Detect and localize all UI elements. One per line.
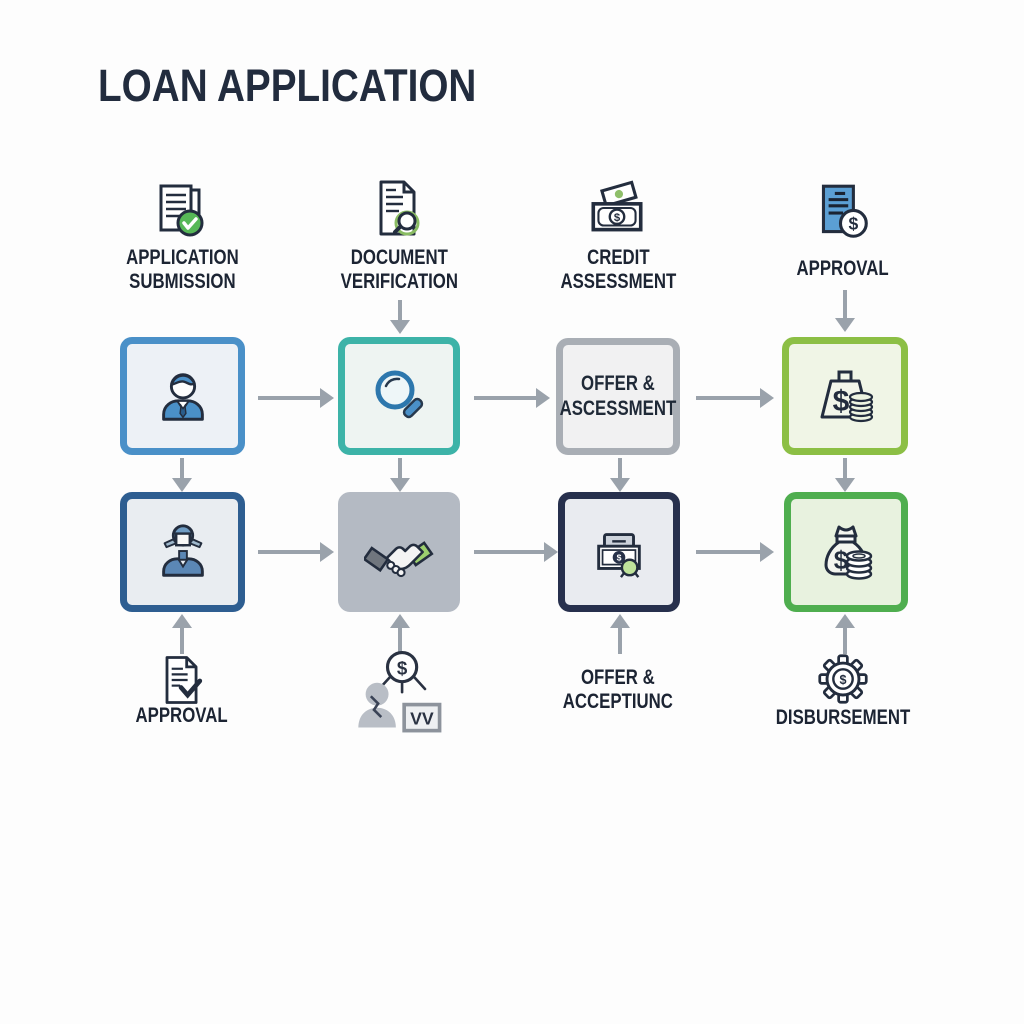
flow-arrow <box>474 542 558 562</box>
handshake-icon <box>364 541 434 578</box>
svg-text:$: $ <box>617 553 622 563</box>
flow-arrow <box>835 614 855 654</box>
svg-text:$: $ <box>614 212 621 224</box>
banknote-coin-icon: $ <box>597 533 641 578</box>
document-approved-icon <box>165 656 203 704</box>
step-label-offer-acceptance: OFFER & ACCEPTIUNC <box>562 666 674 714</box>
approved-document-icon: $ <box>821 184 868 238</box>
process-box-funds: $ <box>784 492 908 612</box>
flow-arrow <box>172 614 192 654</box>
gear-dollar-icon: $ <box>818 654 868 704</box>
document-search-icon <box>379 180 420 236</box>
applicant-person-icon <box>161 373 204 421</box>
flow-arrow <box>258 542 334 562</box>
cash-icon: $ <box>591 180 643 232</box>
step-label-approval-bottom: APPROVAL <box>135 704 229 727</box>
process-box-payment: $ <box>558 492 680 612</box>
offer-assessment-label: OFFER & ASCESSMENT <box>559 371 677 420</box>
flow-arrow <box>610 614 630 654</box>
process-box-offer-assessment: OFFER & ASCESSMENT <box>556 338 680 455</box>
step-label-credit-assessment: CREDIT ASSESSMENT <box>560 246 676 294</box>
process-box-verification <box>338 337 460 455</box>
flow-arrow <box>390 300 410 334</box>
process-box-review <box>120 492 245 612</box>
flow-arrow <box>258 388 334 408</box>
svg-text:$: $ <box>849 214 859 234</box>
process-box-agreement <box>338 492 460 612</box>
money-bag-icon: $ <box>824 525 873 580</box>
flow-arrow <box>835 458 855 492</box>
step-label-document-verification: DOCUMENT VERIFICATION <box>340 246 458 294</box>
svg-text:$: $ <box>833 385 850 418</box>
flow-arrow <box>172 458 192 492</box>
svg-text:$: $ <box>840 673 847 687</box>
person-dollar-network-icon: $ VV <box>358 650 442 733</box>
svg-text:$: $ <box>397 657 408 678</box>
svg-text:$: $ <box>834 545 849 575</box>
step-label-approval-top: APPROVAL <box>796 257 890 280</box>
document-check-icon <box>159 184 204 237</box>
flow-arrow <box>390 458 410 492</box>
step-label-disbursement: DISBURSEMENT <box>775 706 911 729</box>
step-label-application-submission: APPLICATION SUBMISSION <box>125 246 239 294</box>
reviewer-person-icon <box>161 524 204 577</box>
flow-arrow <box>474 388 550 408</box>
process-box-application <box>120 337 245 455</box>
vv-badge: VV <box>410 708 434 728</box>
flow-arrow <box>696 542 774 562</box>
process-box-valuation: $ <box>782 337 908 455</box>
flow-arrow <box>696 388 774 408</box>
flow-arrow <box>835 290 855 332</box>
weight-dollar-icon: $ <box>820 370 874 423</box>
page-title: LOAN APPLICATION <box>98 60 477 111</box>
flow-arrow <box>610 458 630 492</box>
magnifier-icon <box>375 370 424 419</box>
flow-arrow <box>390 614 410 654</box>
